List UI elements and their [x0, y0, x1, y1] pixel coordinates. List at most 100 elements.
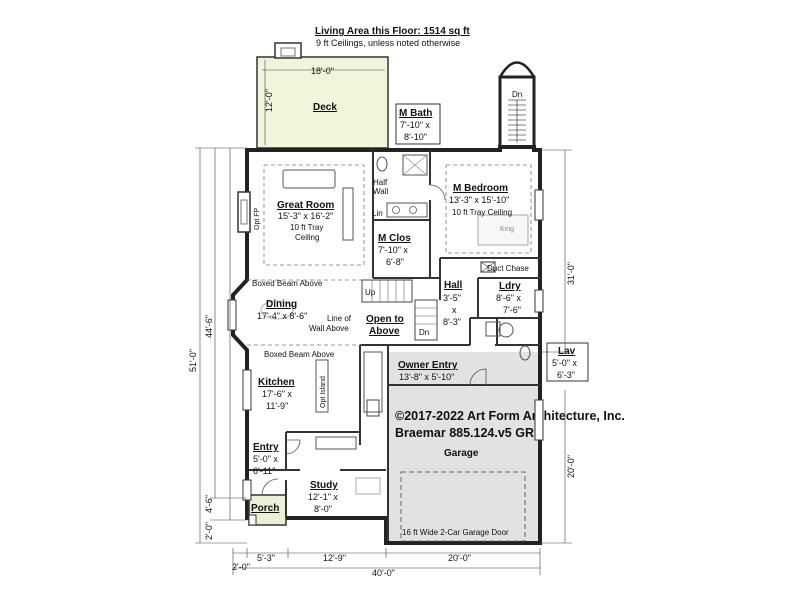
- linen-label: Lin: [372, 209, 383, 218]
- bed-icon: [477, 214, 529, 246]
- dim-bottom-a: 5'-3": [257, 553, 275, 563]
- lav-label: Lav: [558, 346, 576, 357]
- lav-size2: 6'-3": [557, 370, 575, 380]
- m-bath-size1: 7'-10" x: [400, 120, 430, 130]
- bottom-dimension-lines: [232, 548, 541, 575]
- great-room-tray-outline: [263, 164, 365, 266]
- line-of-wall-2: Wall Above: [309, 324, 349, 333]
- range-icon: [366, 399, 380, 417]
- m-bedroom-label: M Bedroom: [453, 183, 508, 194]
- half-wall-label2: Wall: [373, 187, 388, 196]
- deck-area: [256, 56, 389, 149]
- m-bedroom-size: 13'-3" x 15'-10": [449, 195, 509, 205]
- interior-walls: [249, 150, 540, 541]
- duct-chase-label: Duct Chase: [487, 264, 529, 273]
- open-to-above-1: Open to: [366, 314, 404, 325]
- dim-right-upper: 31'-0": [566, 262, 576, 285]
- ceiling-note: 9 ft Ceilings, unless noted otherwise: [316, 38, 460, 48]
- great-room-note2: Ceiling: [295, 233, 319, 242]
- dining-table-icon: [260, 300, 294, 320]
- hall-size2: x: [452, 305, 457, 315]
- hall-label: Hall: [444, 280, 463, 291]
- sofa-icon: [282, 169, 336, 189]
- ldry-size1: 8'-6" x: [496, 293, 521, 303]
- washer-icon: [498, 322, 514, 338]
- island-icon: [315, 359, 329, 413]
- m-clos-label: M Clos: [378, 233, 411, 244]
- duct-chase-box: [480, 261, 496, 273]
- chair-icon: [342, 187, 354, 241]
- stairs-up-label: Up: [365, 288, 376, 297]
- m-bath-size2: 8'-10": [404, 132, 427, 142]
- entry-size2: 6'-11": [253, 466, 275, 476]
- kitchen-size2: 11'-9": [266, 401, 288, 411]
- dim-left-overall: 51'-0": [188, 349, 198, 372]
- kitchen-label: Kitchen: [258, 377, 295, 388]
- copyright-line1: ©2017-2022 Art Form Architecture, Inc.: [395, 409, 625, 423]
- owner-entry-size: 13'-8" x 5'-10": [399, 372, 454, 382]
- deck-width: 18'-0": [311, 66, 334, 76]
- garage-door-label: 16 ft Wide 2-Car Garage Door: [402, 528, 509, 537]
- deck-depth: 12'-0": [264, 89, 274, 112]
- hall-size1: 3'-5": [443, 293, 461, 303]
- dryer-icon: [485, 321, 501, 337]
- great-room-note1: 10 ft Tray: [290, 223, 323, 232]
- study-label: Study: [310, 480, 338, 491]
- dining-size: 17'-4" x 8'-6": [257, 311, 307, 321]
- dim-bottom-overall: 40'-0": [372, 568, 395, 578]
- garage-area: [388, 352, 538, 541]
- toilet-icon: [376, 156, 388, 172]
- fireplace-label: Opt FP: [254, 207, 261, 230]
- m-bath-label: M Bath: [399, 108, 432, 119]
- left-dimension-lines: [195, 147, 247, 544]
- entry-size1: 5'-0" x: [253, 454, 278, 464]
- study-size2: 8'-0": [314, 504, 332, 514]
- stairs-dn-label: Dn: [419, 328, 429, 337]
- open-to-above-2: Above: [369, 326, 400, 337]
- ldry-size2: 7'-6": [503, 305, 521, 315]
- shower-icon: [402, 154, 428, 176]
- windows: [227, 189, 544, 501]
- dim-bottom-c: 20'-0": [448, 553, 471, 563]
- m-clos-size1: 7'-10" x: [378, 245, 408, 255]
- m-bedroom-note: 10 ft Tray Ceiling: [452, 208, 512, 217]
- lav-label-box: [546, 342, 589, 382]
- island-label: Opt Island: [320, 376, 327, 408]
- half-wall-label1: Half: [373, 178, 388, 187]
- lav-size1: 5'-0" x: [552, 358, 577, 368]
- bed-label: King: [500, 226, 514, 233]
- copyright-line2: Braemar 885.124.v5 GR: [395, 426, 534, 440]
- living-area-title: Living Area this Floor: 1514 sq ft: [315, 26, 470, 37]
- hall-size3: 8'-3": [443, 317, 461, 327]
- ldry-label: Ldry: [499, 281, 521, 292]
- deck-label: Deck: [313, 102, 337, 113]
- desk-icon: [355, 477, 381, 495]
- line-of-wall-1: Line of: [327, 314, 352, 323]
- boxed-beam-top: Boxed Beam Above: [252, 279, 323, 288]
- garage-label: Garage: [444, 448, 479, 459]
- great-room-label: Great Room: [277, 200, 334, 211]
- kitchen-size1: 17'-6" x: [262, 389, 292, 399]
- porch-door-swing: [261, 478, 279, 496]
- m-bedroom-tray-outline: [445, 164, 532, 254]
- dim-bottom-b: 12'-9": [323, 553, 346, 563]
- chimney: [274, 42, 302, 59]
- study-size1: 12'-1" x: [308, 492, 338, 502]
- owner-entry-door-swing: [469, 368, 487, 386]
- owner-entry-label: Owner Entry: [398, 360, 458, 371]
- right-dimension-lines: [540, 149, 572, 544]
- dim-right-lower: 20'-0": [566, 455, 576, 478]
- dim-left-mid: 4'-6": [204, 495, 214, 513]
- dining-label: Dining: [266, 299, 297, 310]
- boxed-beam-bottom: Boxed Beam Above: [264, 350, 335, 359]
- lav-toilet-icon: [519, 345, 531, 361]
- entry-door-swing: [285, 439, 301, 455]
- dim-left-upper: 44'-6": [204, 315, 214, 338]
- kitchen-sink-counter: [315, 436, 357, 450]
- dim-bottom-d: 2'-0": [232, 562, 250, 572]
- stairs-down: [414, 299, 438, 341]
- great-room-size: 15'-3" x 16'-2": [278, 211, 333, 221]
- vanity-icon: [386, 202, 428, 218]
- dim-left-low: 2'-0": [204, 522, 214, 540]
